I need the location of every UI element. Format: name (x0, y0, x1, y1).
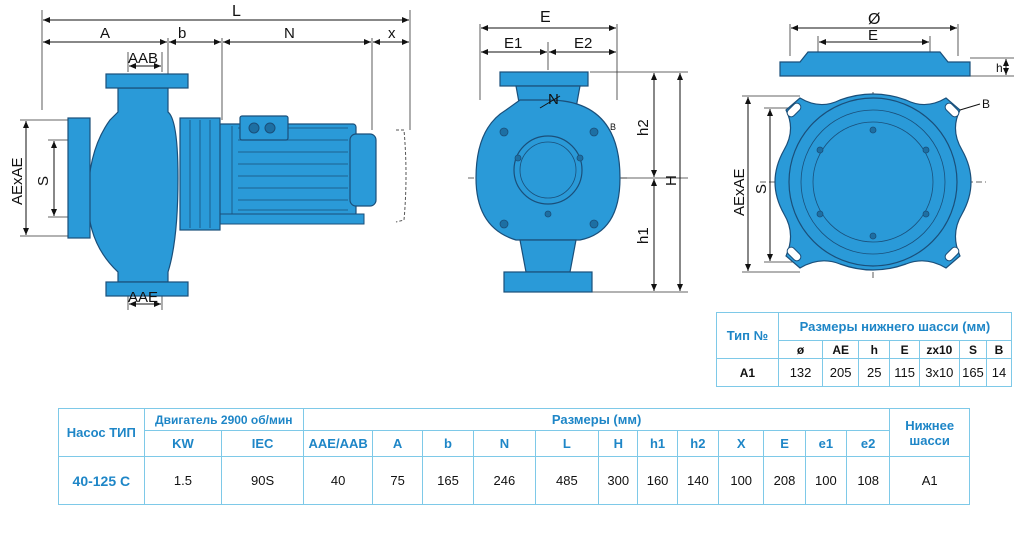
chassis-val-h: 25 (858, 358, 891, 387)
row-b: 165 (421, 456, 475, 505)
label-b: b (178, 25, 186, 42)
chassis-title: Размеры нижнего шасси (мм) (777, 312, 1013, 341)
row-type: 40-125 C (58, 456, 145, 505)
row-chassis: A1 (889, 456, 970, 505)
row-aae-aab: 40 (302, 456, 374, 505)
col-h1: h1 (637, 430, 678, 457)
base-view: Ø E h B AExAE S (731, 11, 1014, 280)
chassis-col-S: S (958, 340, 988, 359)
col-a: A (372, 430, 423, 457)
label-E-base: E (868, 27, 878, 44)
col-x: X (718, 430, 765, 457)
label-h2: h2 (635, 119, 652, 136)
pump-type-header: Насос ТИП (58, 408, 145, 457)
col-e2: e2 (845, 430, 891, 457)
chassis-col-AE: AE (822, 340, 860, 359)
chassis-col-h: h (858, 340, 891, 359)
row-h: 300 (598, 456, 639, 505)
col-e: E (763, 430, 806, 457)
chassis-dimensions-table: Тип № Размеры нижнего шасси (мм) ø AE h … (716, 312, 1013, 387)
label-E2: E2 (574, 35, 592, 52)
chassis-col-phi: ø (777, 340, 824, 359)
label-N-front: N (548, 91, 559, 108)
chassis-type-header: Тип № (716, 312, 779, 359)
col-b: b (421, 430, 475, 457)
chassis-val-B: 14 (986, 358, 1012, 387)
col-n: N (473, 430, 536, 457)
row-a: 75 (372, 456, 423, 505)
label-E1: E1 (504, 35, 522, 52)
label-AAE: AAE (128, 289, 158, 306)
label-S-base: S (753, 184, 770, 194)
chassis-val-zx10: 3x10 (918, 358, 960, 387)
label-B-base: B (982, 97, 990, 111)
chassis-col-E: E (889, 340, 920, 359)
label-E: E (540, 9, 551, 26)
row-n: 246 (473, 456, 536, 505)
row-kw: 1.5 (143, 456, 223, 505)
col-h: H (598, 430, 639, 457)
label-H: H (663, 175, 680, 186)
label-h1: h1 (635, 227, 652, 244)
col-aae-aab: AAE/AAB (302, 430, 374, 457)
label-N: N (284, 25, 295, 42)
chassis-col-B: B (986, 340, 1012, 359)
row-iec: 90S (221, 456, 304, 505)
row-e: 208 (763, 456, 806, 505)
chassis-val-E: 115 (889, 358, 920, 387)
row-e1: 100 (804, 456, 848, 505)
label-A: A (100, 25, 110, 42)
row-e2: 108 (845, 456, 891, 505)
pump-dimensions-table: Насос ТИП Двигатель 2900 об/мин Размеры … (58, 408, 970, 505)
label-h-base: h (996, 61, 1003, 75)
row-h2: 140 (676, 456, 720, 505)
row-h1: 160 (637, 456, 678, 505)
chassis-row-type: A1 (716, 358, 779, 387)
col-l: L (534, 430, 600, 457)
chassis-val-S: 165 (958, 358, 988, 387)
label-L: L (232, 3, 241, 20)
chassis-header: Нижнее шасси (889, 408, 970, 457)
label-B-front: B (610, 122, 616, 132)
chassis-val-phi: 132 (777, 358, 824, 387)
label-AAB: AAB (128, 50, 158, 67)
col-h2: h2 (676, 430, 720, 457)
label-S: S (35, 176, 52, 186)
front-view: E E1 E2 N B h2 H h1 (468, 9, 688, 293)
row-x: 100 (718, 456, 765, 505)
label-x: x (388, 25, 396, 42)
dims-header: Размеры (мм) (302, 408, 891, 431)
side-view: L A b N x AAB AAE AExAE S (9, 3, 411, 310)
chassis-col-zx10: zx10 (918, 340, 960, 359)
pump-dimension-drawing: L A b N x AAB AAE AExAE S (9, 3, 1014, 310)
label-AExAE-base: AExAE (731, 168, 748, 216)
label-phi: Ø (868, 11, 880, 28)
label-AExAE: AExAE (9, 157, 26, 205)
col-kw: KW (143, 430, 223, 457)
row-l: 485 (534, 456, 600, 505)
col-iec: IEC (221, 430, 304, 457)
motor-header: Двигатель 2900 об/мин (143, 408, 304, 431)
col-e1: e1 (804, 430, 848, 457)
chassis-val-AE: 205 (822, 358, 860, 387)
